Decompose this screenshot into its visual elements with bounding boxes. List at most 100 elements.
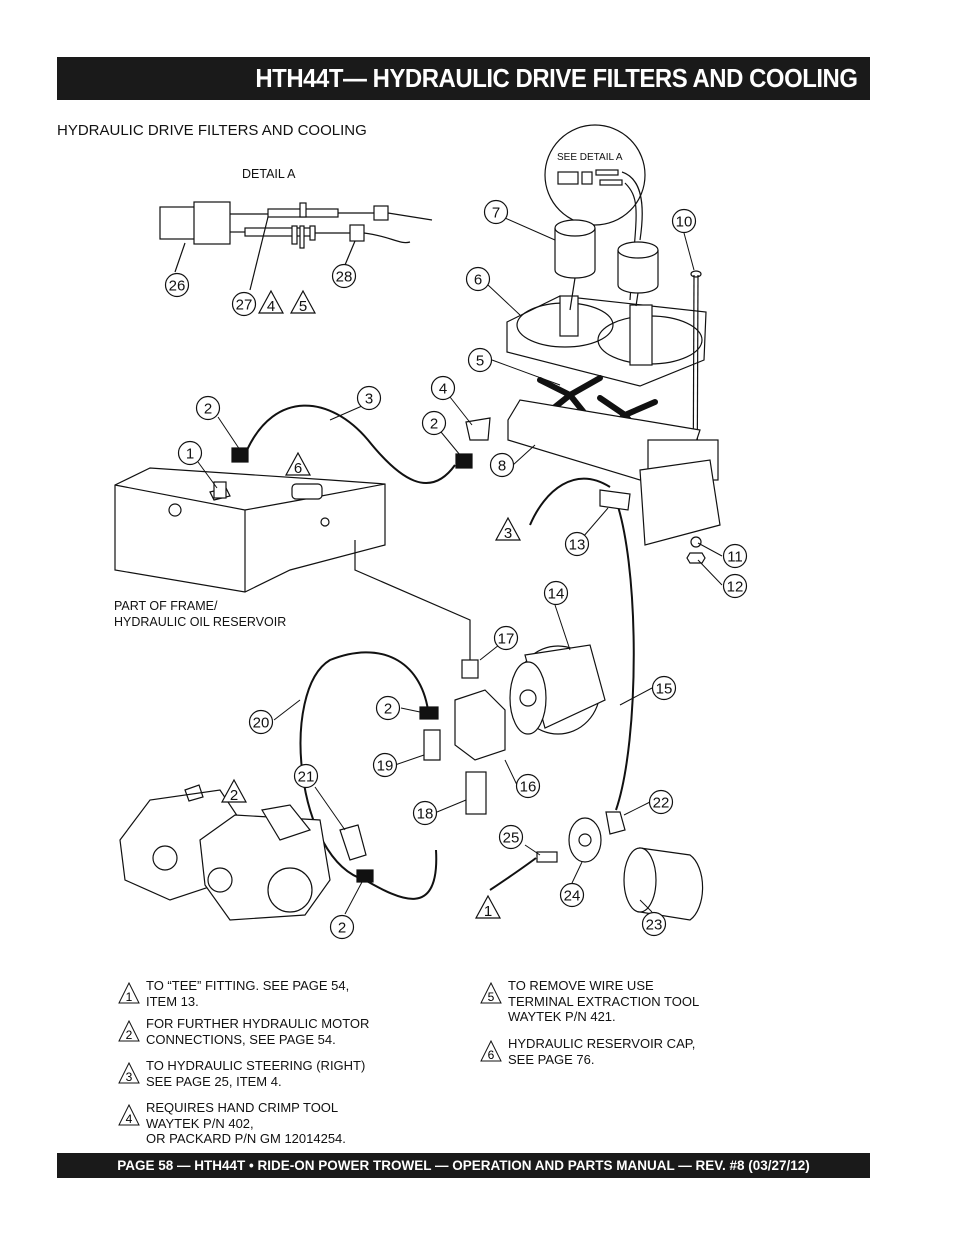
svg-text:5: 5 [476, 353, 484, 370]
svg-text:21: 21 [298, 769, 315, 786]
fan-motor-drawing [554, 219, 659, 311]
svg-text:23: 23 [646, 917, 663, 934]
note-1: 1 TO “TEE” FITTING. SEE PAGE 54, ITEM 13. [118, 978, 349, 1009]
callout-25: 25 [498, 824, 524, 850]
svg-text:4: 4 [126, 1112, 133, 1126]
svg-text:13: 13 [569, 537, 586, 554]
callout-28: 28 [331, 263, 357, 289]
section-title: HYDRAULIC DRIVE FILTERS AND COOLING [57, 122, 367, 139]
callout-13: 13 [564, 531, 590, 557]
note-flag-icon: 5 [480, 982, 502, 1004]
callout-19: 19 [372, 752, 398, 778]
callout-1: 1 [177, 440, 203, 466]
callout-22: 22 [648, 789, 674, 815]
svg-text:4: 4 [439, 381, 447, 398]
svg-text:18: 18 [417, 806, 434, 823]
svg-text:2: 2 [204, 401, 212, 418]
page-title: HTH44T— HYDRAULIC DRIVE FILTERS AND COOL… [255, 63, 859, 93]
callout-21: 21 [293, 763, 319, 789]
svg-text:11: 11 [727, 549, 743, 566]
note-3: 3 TO HYDRAULIC STEERING (RIGHT) SEE PAGE … [118, 1058, 365, 1089]
svg-text:6: 6 [294, 460, 302, 477]
svg-text:5: 5 [299, 298, 307, 315]
note-flag-icon: 3 [118, 1062, 140, 1084]
svg-text:19: 19 [377, 758, 394, 775]
svg-text:2: 2 [230, 787, 238, 804]
note-6: 6 HYDRAULIC RESERVOIR CAP, SEE PAGE 76. [480, 1036, 695, 1067]
svg-text:3: 3 [126, 1070, 133, 1084]
note-text: TO “TEE” FITTING. SEE PAGE 54, ITEM 13. [146, 978, 350, 1009]
callout-17: 17 [493, 625, 519, 651]
svg-text:16: 16 [520, 779, 537, 796]
triangle-flag-5: 5 [289, 289, 317, 315]
page-footer: PAGE 58 — HTH44T • RIDE-ON POWER TROWEL … [117, 1158, 810, 1173]
note-2: 2 FOR FURTHER HYDRAULIC MOTOR CONNECTIONS… [118, 1016, 369, 1047]
callout-23: 23 [641, 911, 667, 937]
callout-14: 14 [543, 580, 569, 606]
callout-24: 24 [559, 882, 585, 908]
svg-text:3: 3 [504, 525, 512, 542]
svg-text:6: 6 [474, 272, 482, 289]
note-flag-icon: 4 [118, 1104, 140, 1126]
callout-7: 7 [483, 199, 509, 225]
svg-text:2: 2 [126, 1028, 133, 1042]
note-4: 4 REQUIRES HAND CRIMP TOOL WAYTEK P/N 402… [118, 1100, 346, 1147]
callout-8: 8 [489, 452, 515, 478]
svg-text:28: 28 [336, 269, 353, 286]
callout-12: 12 [722, 573, 748, 599]
svg-text:17: 17 [498, 631, 515, 648]
svg-text:8: 8 [498, 458, 506, 475]
svg-text:22: 22 [653, 795, 670, 812]
callout-18: 18 [412, 800, 438, 826]
svg-text:20: 20 [253, 715, 270, 732]
callout-3: 3 [356, 385, 382, 411]
spin-filter-drawing [536, 817, 704, 921]
svg-text:15: 15 [656, 681, 673, 698]
note-text: FOR FURTHER HYDRAULIC MOTOR CONNECTIONS,… [146, 1016, 370, 1047]
svg-text:24: 24 [564, 888, 581, 905]
triangle-flag-4: 4 [257, 289, 285, 315]
note-5: 5 TO REMOVE WIRE USE TERMINAL EXTRACTION … [480, 978, 699, 1025]
note-text: REQUIRES HAND CRIMP TOOL WAYTEK P/N 402,… [146, 1100, 346, 1146]
callout-layer: 1222234567810111213141516171819202122232… [164, 199, 748, 940]
callout-15: 15 [651, 675, 677, 701]
detail-a-label: DETAIL A [242, 167, 296, 181]
svg-text:10: 10 [676, 214, 693, 231]
svg-text:4: 4 [267, 298, 275, 315]
page-header-bar: HTH44T— HYDRAULIC DRIVE FILTERS AND COOL… [57, 57, 870, 100]
callout-20: 20 [248, 709, 274, 735]
svg-text:27: 27 [236, 297, 253, 314]
callout-11: 11 [722, 543, 748, 569]
detail-a-connector-drawing [159, 201, 433, 291]
hydraulic-motors-drawing [119, 784, 331, 921]
note-flag-icon: 2 [118, 1020, 140, 1042]
note-flag-icon: 1 [118, 982, 140, 1004]
svg-text:2: 2 [430, 416, 438, 433]
fan-shroud-drawing [506, 295, 707, 387]
callout-27: 27 [231, 291, 257, 317]
svg-text:2: 2 [384, 701, 392, 718]
note-text: HYDRAULIC RESERVOIR CAP, SEE PAGE 76. [508, 1036, 696, 1067]
svg-text:12: 12 [727, 579, 744, 596]
callout-6: 6 [465, 266, 491, 292]
svg-text:1: 1 [484, 903, 492, 920]
triangle-flag-2: 2 [220, 778, 248, 804]
note-text: TO HYDRAULIC STEERING (RIGHT) SEE PAGE 2… [146, 1058, 366, 1089]
triangle-flag-6: 6 [284, 451, 312, 477]
note-flag-icon: 6 [480, 1040, 502, 1062]
callout-4: 4 [430, 375, 456, 401]
svg-text:25: 25 [503, 830, 520, 847]
svg-text:5: 5 [488, 990, 495, 1004]
callout-26: 26 [164, 272, 190, 298]
callout-16: 16 [515, 773, 541, 799]
svg-text:7: 7 [492, 205, 500, 222]
callout-2: 2 [195, 395, 221, 421]
reservoir-label-line1: PART OF FRAME/ [114, 599, 218, 613]
note-text: TO REMOVE WIRE USE TERMINAL EXTRACTION T… [508, 978, 700, 1024]
see-detail-label: SEE DETAIL A [557, 152, 623, 163]
callout-2: 2 [375, 695, 401, 721]
callout-10: 10 [671, 208, 697, 234]
see-detail-circle [544, 124, 646, 226]
